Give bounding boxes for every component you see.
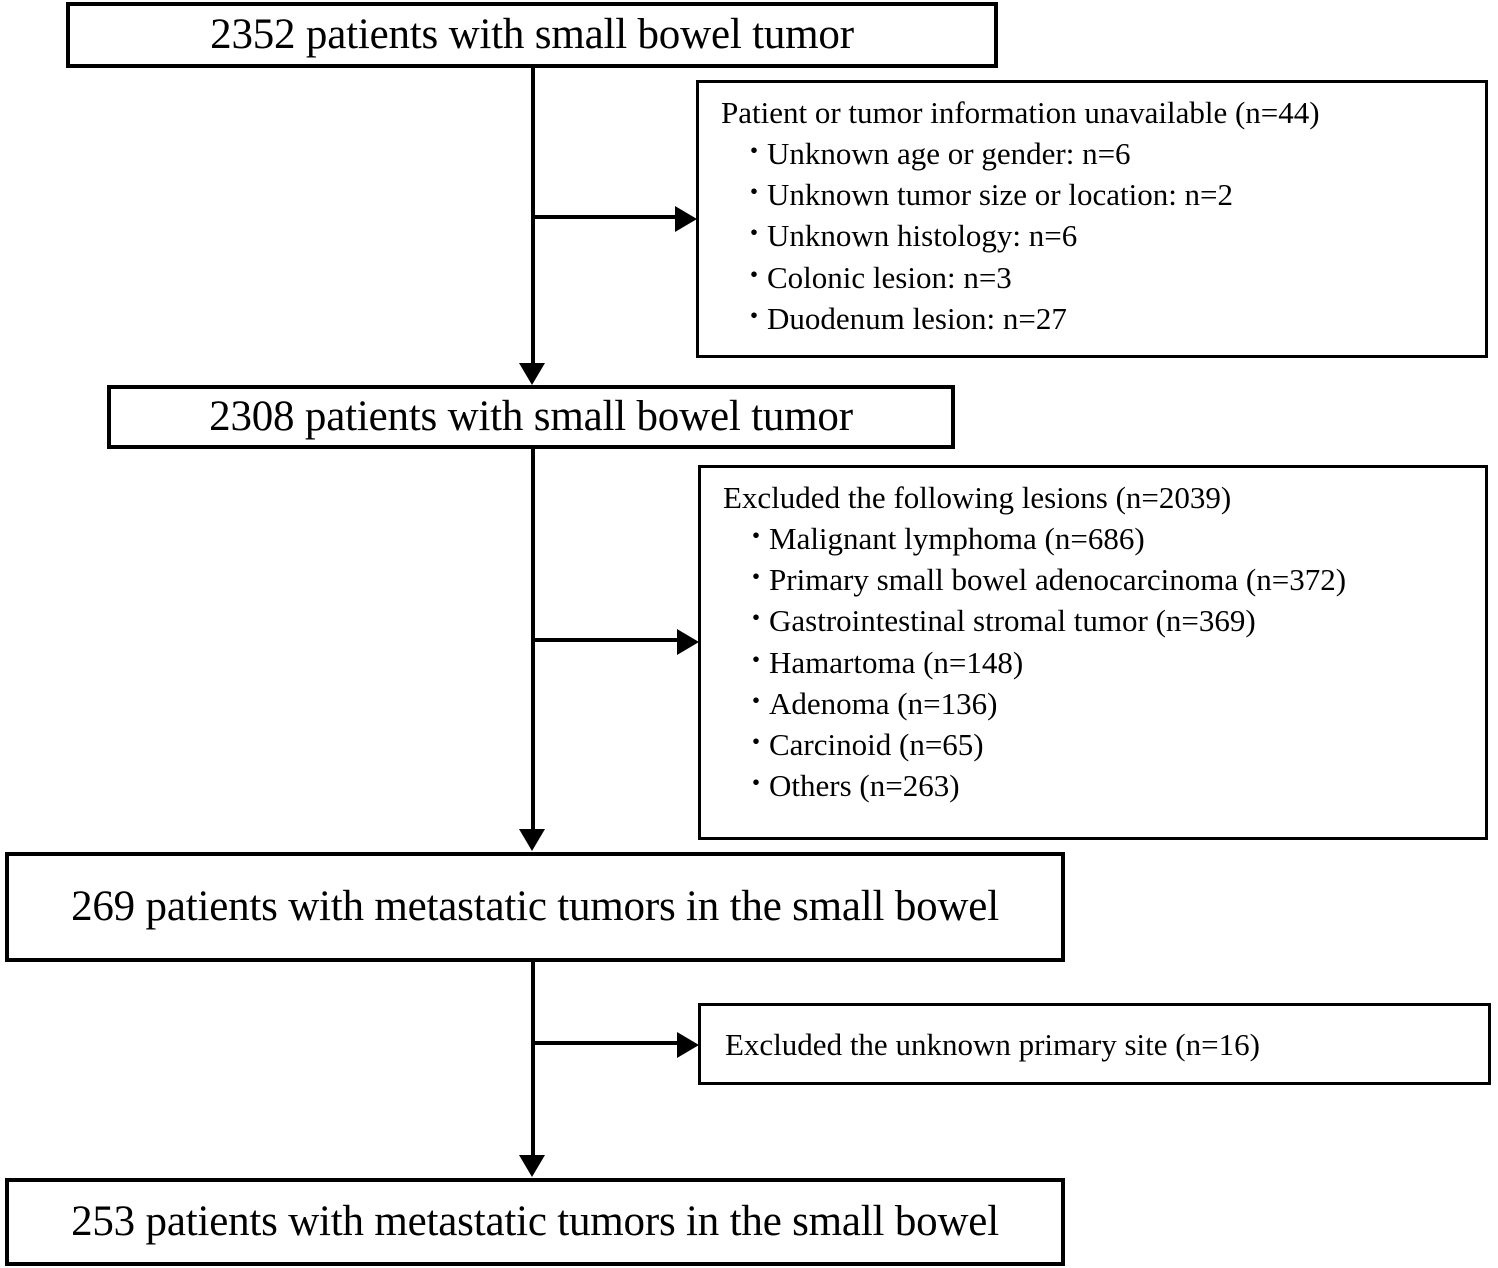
exclusion-item: ・ Adenoma (n=136) [743,683,1485,724]
exclusion-item-label: Others (n=263) [769,768,960,804]
connector-to-exclusion3-line [531,1041,679,1045]
exclusion-item-label: Malignant lymphoma (n=686) [769,521,1145,556]
exclusion-item-label: Duodenum lesion: n=27 [767,300,1067,336]
exclusion-item: ・ Primary small bowel adenocarcinoma (n=… [743,559,1485,600]
connector-to-exclusion1-line [531,215,677,219]
exclusion-item: ・ Gastrointestinal stromal tumor (n=369) [743,600,1485,641]
bullet-icon: ・ [741,260,768,290]
exclusion-item-label: Colonic lesion: n=3 [767,259,1012,295]
connector-to-exclusion3-arrowhead [677,1032,699,1058]
flow-node-step1: 2352 patients with small bowel tumor [66,2,998,68]
exclusion-item-label: Primary small bowel adenocarcinoma (n=37… [769,562,1347,598]
exclusion-box-2: Excluded the following lesions (n=2039) … [698,465,1488,840]
bullet-icon: ・ [743,604,770,634]
flow-node-step2-label: 2308 patients with small bowel tumor [209,393,853,441]
exclusion-box-1-title: Patient or tumor information unavailable… [721,95,1320,130]
bullet-icon: ・ [743,769,770,799]
exclusion-item: ・ Unknown tumor size or location: n=2 [741,174,1485,215]
bullet-icon: ・ [743,522,770,551]
bullet-icon: ・ [741,178,768,208]
connector-step1-to-step2-arrowhead [519,363,545,385]
flow-node-step4: 253 patients with metastatic tumors in t… [5,1178,1065,1266]
flow-node-step4-label: 253 patients with metastatic tumors in t… [71,1198,999,1246]
bullet-icon: ・ [743,563,770,593]
exclusion-box-3: Excluded the unknown primary site (n=16) [698,1003,1491,1085]
bullet-icon: ・ [743,728,770,758]
exclusion-box-2-list: ・ Malignant lymphoma (n=686) ・ Primary s… [723,518,1485,807]
exclusion-item-label: Unknown histology: n=6 [767,218,1078,254]
bullet-icon: ・ [741,301,768,331]
connector-to-exclusion1-arrowhead [675,206,697,232]
exclusion-item-label: Gastrointestinal stromal tumor (n=369) [769,603,1256,639]
connector-step2-to-step3-arrowhead [519,829,545,851]
exclusion-item: ・ Unknown histology: n=6 [741,215,1485,256]
connector-step3-to-step4-arrowhead [519,1155,545,1177]
connector-step3-to-step4-line [531,962,535,1156]
exclusion-item: ・ Colonic lesion: n=3 [741,257,1485,298]
flow-node-step3: 269 patients with metastatic tumors in t… [5,852,1065,962]
exclusion-item: ・ Carcinoid (n=65) [743,724,1485,765]
bullet-icon: ・ [741,137,768,166]
exclusion-item-label: Hamartoma (n=148) [769,644,1024,680]
flow-node-step1-label: 2352 patients with small bowel tumor [210,11,854,59]
exclusion-item: ・ Malignant lymphoma (n=686) [743,518,1485,559]
exclusion-item-label: Carcinoid (n=65) [769,727,984,763]
exclusion-item: ・ Others (n=263) [743,765,1485,806]
exclusion-box-2-title: Excluded the following lesions (n=2039) [723,480,1232,515]
flow-node-step3-label: 269 patients with metastatic tumors in t… [71,883,999,931]
bullet-icon: ・ [741,219,768,249]
bullet-icon: ・ [743,645,770,675]
exclusion-item: ・ Duodenum lesion: n=27 [741,298,1485,339]
exclusion-item-label: Unknown age or gender: n=6 [767,136,1131,171]
flow-node-step2: 2308 patients with small bowel tumor [107,385,955,449]
exclusion-box-1-list: ・ Unknown age or gender: n=6 ・ Unknown t… [721,133,1485,339]
exclusion-box-1: Patient or tumor information unavailable… [696,80,1488,358]
exclusion-box-3-title: Excluded the unknown primary site (n=16) [725,1026,1260,1062]
connector-to-exclusion2-line [531,638,679,642]
exclusion-item-label: Unknown tumor size or location: n=2 [767,177,1234,213]
connector-to-exclusion2-arrowhead [677,629,699,655]
exclusion-item: ・ Hamartoma (n=148) [743,642,1485,683]
exclusion-item: ・ Unknown age or gender: n=6 [741,133,1485,174]
bullet-icon: ・ [743,686,770,716]
exclusion-item-label: Adenoma (n=136) [769,685,998,721]
